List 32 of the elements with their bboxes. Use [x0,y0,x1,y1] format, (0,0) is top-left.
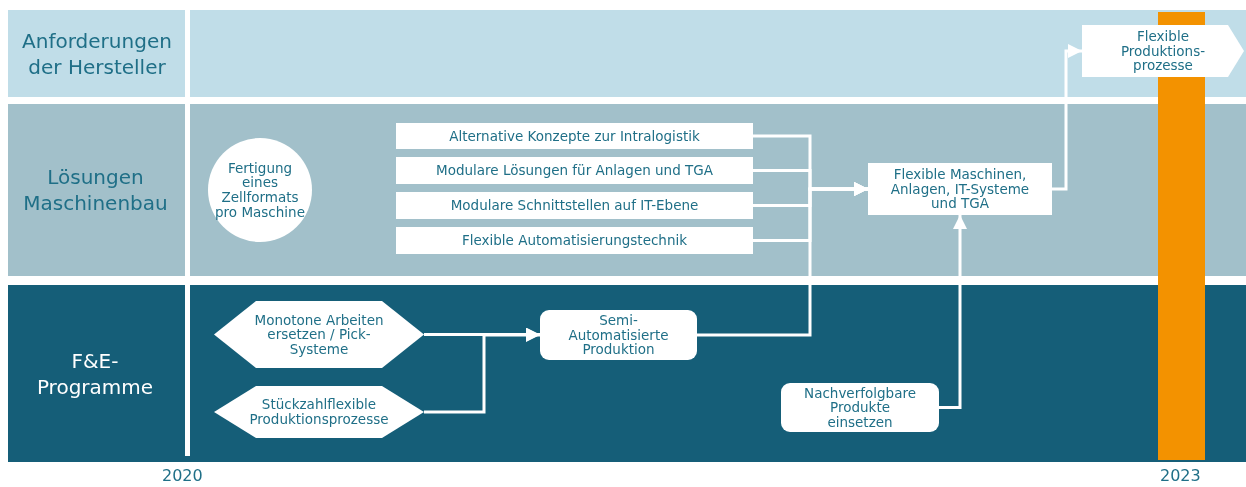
arrow [939,215,967,409]
rounded-box [540,310,697,360]
arrow [1052,44,1082,191]
node-text: Stückzahlflexible Produktionsprozesse [248,397,390,427]
node-text: Flexible Maschinen, Anlagen, IT-Systeme und TGA [889,167,1031,211]
node-text: Monotone Arbeiten ersetzen / Pick-Systeme [254,312,384,357]
node-text: Alternative Konzepte zur Intralogistik [449,128,700,144]
node-text: Modulare Lösungen für Anlagen und TGA [436,163,713,178]
rounded-box [781,383,939,432]
node-text: Nachverfolgbare Produkte einsetzen [804,385,916,430]
lane-title: Lösungen Maschinenbau [22,164,169,216]
process-box [396,123,753,149]
lane-title: F&E-Programme [35,347,155,400]
process-box [396,157,753,184]
hexagon-node [214,301,424,368]
year-label: 2020 [162,466,203,485]
swimlane-band [8,104,1246,276]
swimlane-band [8,10,1246,97]
process-box [396,227,753,254]
node-text: Fertigung eines Zellformats pro Maschine [214,160,306,220]
process-box [396,192,753,219]
node-text: Semi- Automatisierte Produktion [567,313,670,357]
arrow [424,328,540,414]
node-text: Modulare Schnittstellen auf IT-Ebene [450,198,699,213]
swimlane-band [8,285,1246,462]
process-box [868,163,1052,215]
hexagon-node [214,386,424,438]
year-label: 2023 [1160,466,1201,485]
node-text: Flexible Automatisierungstechnik [461,233,688,248]
lane-title: Anforderungen der Hersteller [21,27,173,80]
arrow-shaped-box [1082,25,1244,77]
node-text: Flexible Produktions- prozesse [1119,29,1207,73]
